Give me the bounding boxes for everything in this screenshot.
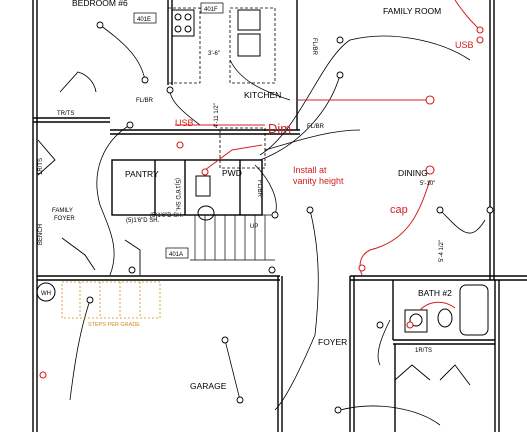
- fl-br-2: FL/BR: [307, 124, 325, 130]
- shelf-pwd: (5)1'6"D SH.: [174, 178, 180, 212]
- install-line-1: Install at: [293, 165, 327, 175]
- install-line-2: vanity height: [293, 176, 344, 186]
- dim-label: Dim: [268, 121, 291, 136]
- pwd-label: PWD: [222, 168, 242, 178]
- up-label: UP: [250, 224, 258, 230]
- bedroom-label: BEDROOM #6: [72, 0, 128, 8]
- dim-d1: 3'-6": [208, 51, 220, 57]
- fl-br-4: FL/BR: [256, 180, 262, 198]
- cap-label: cap: [390, 204, 408, 216]
- tr-ts: TR/TS: [57, 111, 74, 117]
- dining-label: DINING: [398, 168, 428, 178]
- dim-d4: 5'-4 1/2": [439, 240, 445, 262]
- room-labels: BEDROOM #6 FAMILY ROOM KITCHEN PANTRY PW…: [52, 0, 452, 391]
- family-room-label: FAMILY ROOM: [383, 6, 441, 16]
- shelf-pantry: (5)1'6"D SH.: [126, 218, 160, 224]
- usb-top-label: USB: [455, 40, 474, 50]
- tr-ts-2: 1R/TS: [415, 348, 432, 354]
- tag-401a: 401A: [169, 252, 183, 258]
- dim-d2: 4'-11 1/2": [214, 103, 220, 128]
- door-swings: [37, 71, 471, 386]
- family-foyer-label-1: FAMILY: [52, 208, 73, 214]
- steps-label: STEPS PER GRADE: [88, 322, 140, 328]
- cabinetry: [167, 7, 276, 169]
- tr-ts-left: 1R/TS: [38, 158, 44, 175]
- garage-steps: [61, 281, 161, 319]
- family-foyer-label-2: FOYER: [54, 216, 75, 222]
- appliances: [36, 9, 489, 336]
- fl-br-1: FL/BR: [136, 98, 154, 104]
- red-annotations: USB USB Dim Install at vanity height cap: [175, 40, 474, 216]
- foyer-label: FOYER: [318, 337, 347, 347]
- fl-br-3: FL/BR: [311, 38, 317, 56]
- garage-label: GARAGE: [190, 381, 227, 391]
- bench-label: BENCH: [38, 224, 44, 245]
- rotated-labels: 4'-11 1/2" 5'-4 1/2" FL/BR FL/BR 1R/TS B…: [38, 38, 445, 262]
- red-wiring: [175, 0, 481, 311]
- shelf-left: (5)1'6"D SH.: [150, 213, 184, 219]
- usb-mid-label: USB: [175, 118, 194, 128]
- wh-label: WH: [41, 291, 51, 297]
- tag-401e: 401E: [137, 17, 151, 23]
- red-receptacles: [39, 26, 484, 379]
- receptacles: [86, 21, 494, 414]
- tag-401f: 401F: [204, 7, 218, 13]
- bath2-label: BATH #2: [418, 288, 452, 298]
- dim-d3: 5'-10": [420, 181, 435, 187]
- stairs: [190, 214, 275, 261]
- wiring: [69, 24, 486, 426]
- kitchen-label: KITCHEN: [244, 90, 281, 100]
- fixture-labels: 401E 401F 401A FL/BR FL/BR TR/TS 1R/TS (…: [41, 2, 435, 354]
- pantry-label: PANTRY: [125, 169, 159, 179]
